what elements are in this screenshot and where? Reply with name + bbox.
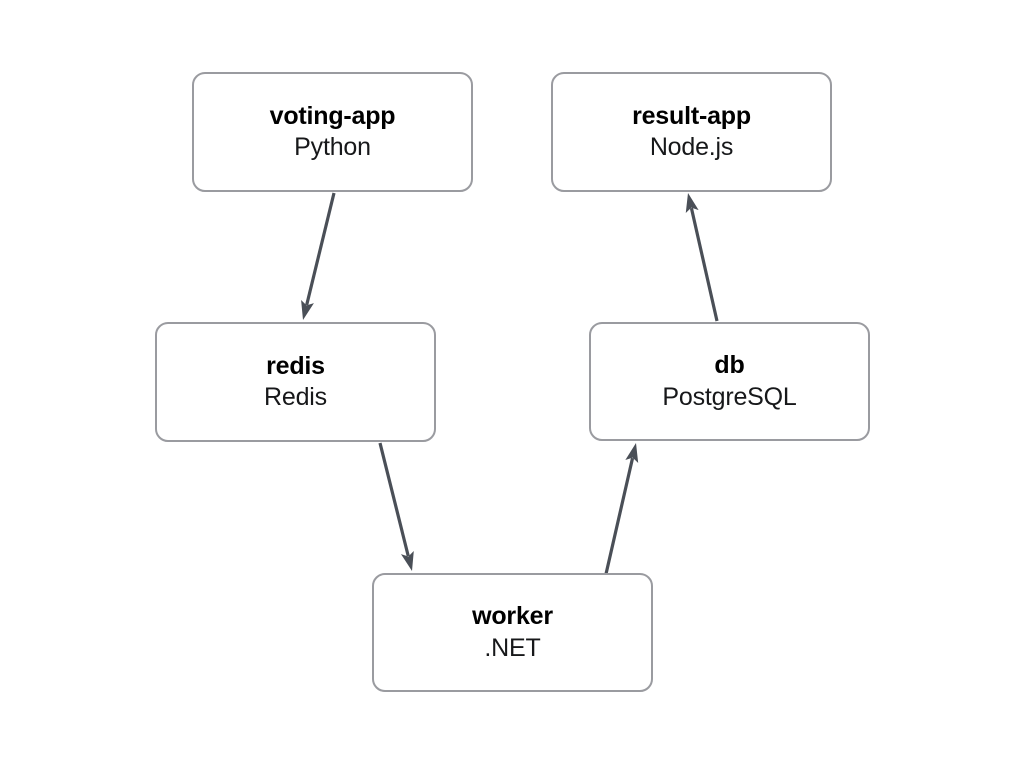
node-result-app[interactable]: result-app Node.js bbox=[551, 72, 832, 192]
node-subtitle: Python bbox=[294, 133, 371, 161]
node-voting-app[interactable]: voting-app Python bbox=[192, 72, 473, 192]
arrowhead bbox=[625, 443, 639, 463]
node-subtitle: PostgreSQL bbox=[662, 382, 797, 411]
node-title: redis bbox=[266, 351, 325, 380]
node-db[interactable]: db PostgreSQL bbox=[589, 322, 870, 441]
arrowhead bbox=[301, 299, 314, 320]
node-worker[interactable]: worker .NET bbox=[372, 573, 653, 692]
arrowhead bbox=[400, 550, 414, 571]
node-title: result-app bbox=[632, 101, 751, 130]
node-title: db bbox=[714, 351, 745, 379]
node-redis[interactable]: redis Redis bbox=[155, 322, 436, 442]
node-subtitle: .NET bbox=[484, 633, 541, 662]
edge-redis-to-worker bbox=[378, 442, 414, 571]
arrowhead bbox=[685, 193, 699, 213]
edge-worker-to-db bbox=[604, 443, 639, 575]
node-subtitle: Node.js bbox=[649, 133, 734, 161]
node-subtitle: Redis bbox=[264, 383, 327, 411]
edge-db-to-result-app bbox=[685, 193, 719, 322]
node-title: voting-app bbox=[269, 101, 396, 130]
node-title: worker bbox=[472, 602, 553, 630]
edge-voting-app-to-redis bbox=[301, 192, 336, 320]
